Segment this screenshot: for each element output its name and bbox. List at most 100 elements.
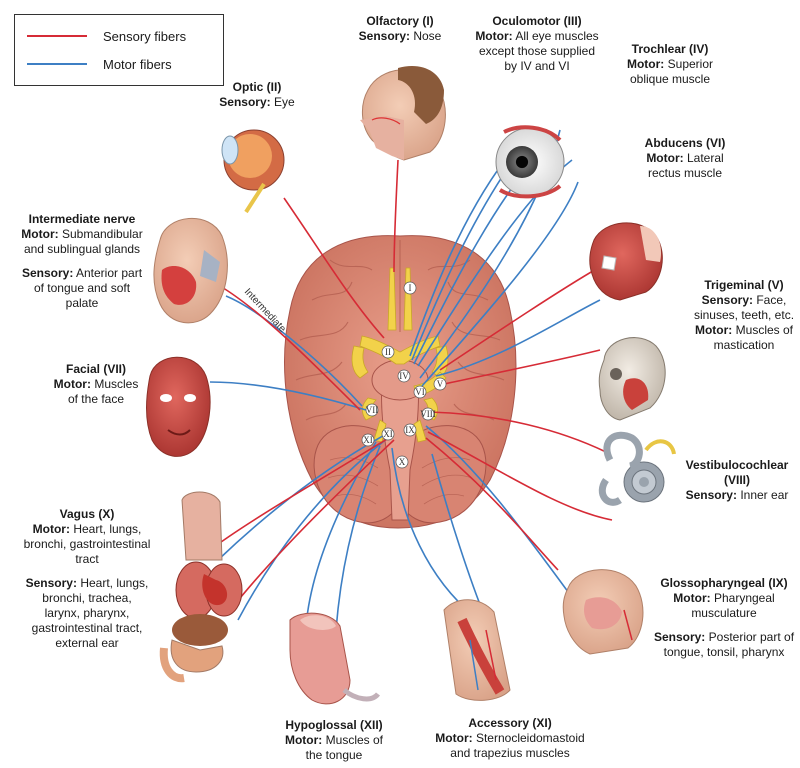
trigeminal-head-illustration (589, 222, 663, 301)
vagus-organs-illustration (159, 491, 243, 683)
facial-muscle-head-illustration (146, 356, 211, 457)
fiber-kind: Motor: (673, 591, 711, 605)
label-accessory: Accessory (XI)Motor: Sternocleidomastoid… (424, 716, 596, 761)
fiber-target: and trapezius muscles (450, 746, 570, 760)
roman-marker-v: V (433, 377, 447, 391)
nerve-description-line: larynx, pharynx, (12, 606, 162, 621)
nerve-description-line: Sensory: Heart, lungs, (12, 576, 162, 591)
fiber-target: oblique muscle (629, 72, 711, 86)
nerve-title: Glossopharyngeal (IX) (660, 576, 788, 590)
tongue-illustration (289, 612, 380, 705)
nerve-description-line: oblique muscle (610, 72, 730, 87)
fiber-target: Face, (756, 293, 787, 307)
nerve-description-line: rectus muscle (630, 166, 740, 181)
legend-sensory-swatch (27, 35, 87, 37)
fiber-target: Nose (413, 29, 442, 43)
inner-ear-illustration (598, 431, 676, 506)
nerve-title: Intermediate nerve (28, 212, 136, 226)
nerve-description-line: Motor: Muscles (46, 377, 146, 392)
nerve-title: Optic (II) (232, 80, 282, 94)
glossopharyngeal-head-illustration (562, 569, 644, 655)
fiber-target: mastication (713, 338, 775, 352)
fiber-target: palate (65, 296, 99, 310)
nerve-title: Facial (VII) (65, 362, 127, 376)
nerve-description-line: Motor: Lateral (630, 151, 740, 166)
fiber-target: of tongue and soft (33, 281, 131, 295)
olfactory-head-illustration (360, 66, 446, 161)
nerve-title: Vestibulocochlear (VIII) (685, 458, 789, 487)
fiber-target: larynx, pharynx, (44, 606, 130, 620)
fiber-target: Superior (667, 57, 714, 71)
optic-eye-illustration (221, 129, 285, 214)
nerve-description-line: of tongue and soft (8, 281, 156, 296)
nerve-title: Hypoglossal (XII) (285, 718, 383, 732)
svg-text:VI: VI (415, 387, 425, 397)
nerve-description-line: by IV and VI (452, 59, 622, 74)
nerve-description-line: tract (12, 552, 162, 567)
label-olfactory: Olfactory (I)Sensory: Nose (340, 14, 460, 44)
roman-marker-viii: VIII (420, 407, 436, 421)
fiber-target: Anterior part (76, 266, 143, 280)
nerve-title: Vagus (X) (59, 507, 115, 521)
fiber-target: bronchi, gastrointestinal (23, 537, 151, 551)
fiber-target: Heart, lungs, (80, 576, 149, 590)
nerve-description-line: Motor: Muscles of (274, 733, 394, 748)
nerve-description-line: and trapezius muscles (424, 746, 596, 761)
svg-text:II: II (385, 347, 391, 357)
fiber-target: sinuses, teeth, etc. (693, 308, 795, 322)
fiber-target: Muscles (94, 377, 139, 391)
nerve-description-line: Motor: Muscles of (688, 323, 800, 338)
fiber-target: musculature (691, 606, 757, 620)
fiber-target: of the face (67, 392, 125, 406)
fiber-target: and sublingual glands (23, 242, 141, 256)
brain-inferior-view (284, 235, 517, 529)
nerve-description-line: bronchi, trachea, (12, 591, 162, 606)
nerve-description-line: gastrointestinal tract, (12, 621, 162, 636)
nerve-description-line: sinuses, teeth, etc. (688, 308, 800, 323)
label-trigeminal: Trigeminal (V)Sensory: Face,sinuses, tee… (688, 278, 800, 353)
nerve-description-line: Sensory: Posterior part of (648, 630, 800, 645)
fiber-kind: Sensory: (21, 266, 74, 280)
roman-marker-vi: VI (413, 385, 427, 399)
fiber-kind: Motor: (284, 733, 323, 747)
fiber-target: Submandibular (61, 227, 143, 241)
fiber-kind: Sensory: (219, 95, 271, 109)
legend-motor-label: Motor fibers (103, 56, 172, 72)
fiber-kind: Motor: (21, 227, 59, 241)
fiber-kind: Motor: (694, 323, 733, 337)
fiber-target: rectus muscle (647, 166, 723, 180)
roman-marker-x: X (395, 455, 409, 469)
fiber-target: tract (75, 552, 99, 566)
fiber-kind: Sensory: (25, 576, 77, 590)
fiber-target: except those supplied (478, 44, 596, 58)
nerve-description-line: Motor: Superior (610, 57, 730, 72)
nerve-description-line: Sensory: Anterior part (8, 266, 156, 281)
fiber-kind: Motor: (53, 377, 91, 391)
label-vestibulocochlear: Vestibulocochlear (VIII)Sensory: Inner e… (674, 458, 800, 503)
svg-text:XI: XI (383, 429, 393, 439)
fiber-target: the tongue (305, 748, 363, 762)
svg-text:VIII: VIII (420, 409, 436, 419)
fiber-target: Sternocleidomastoid (475, 731, 585, 745)
fiber-kind: Motor: (646, 151, 684, 165)
nerve-title: Trigeminal (V) (704, 278, 784, 292)
svg-text:XI: XI (363, 435, 373, 445)
fiber-target: Heart, lungs, (73, 522, 142, 536)
legend-sensory: Sensory fibers (27, 27, 186, 45)
svg-text:I: I (409, 283, 412, 293)
legend-sensory-label: Sensory fibers (103, 28, 187, 44)
nerve-description-line: tongue, tonsil, pharynx (648, 645, 800, 660)
nerve-description-line: Motor: Sternocleidomastoid (424, 731, 596, 746)
nerve-description-line: the tongue (274, 748, 394, 763)
fiber-target: gastrointestinal tract, (31, 621, 143, 635)
nerve-description-line: palate (8, 296, 156, 311)
nerve-description-line: Motor: Submandibular (8, 227, 156, 242)
nerve-title: Abducens (VI) (644, 136, 726, 150)
fiber-target: Lateral (686, 151, 724, 165)
eyeball-illustration (495, 125, 565, 199)
